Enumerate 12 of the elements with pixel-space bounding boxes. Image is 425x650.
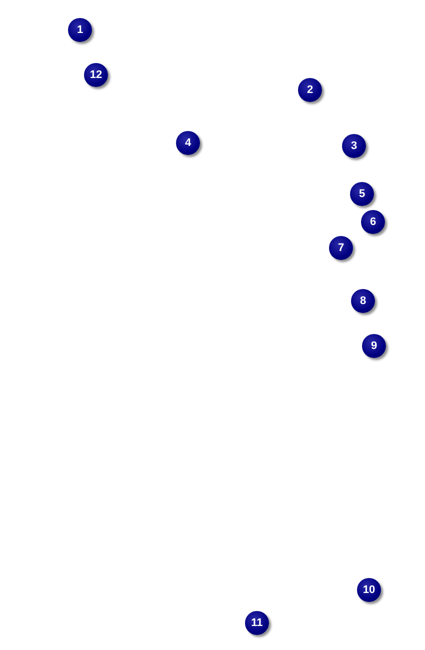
callout-number: 7 — [329, 236, 353, 260]
callout-number: 1 — [68, 18, 92, 42]
callout-number: 10 — [357, 578, 381, 602]
callout-number: 4 — [176, 131, 200, 155]
callout-number: 5 — [350, 182, 374, 206]
callout-number: 8 — [351, 289, 375, 313]
callout-number: 12 — [84, 63, 108, 87]
callout-number: 2 — [298, 78, 322, 102]
callout-number: 11 — [245, 611, 269, 635]
callout-number: 9 — [362, 334, 386, 358]
callout-number: 3 — [342, 134, 366, 158]
callout-number: 6 — [361, 210, 385, 234]
